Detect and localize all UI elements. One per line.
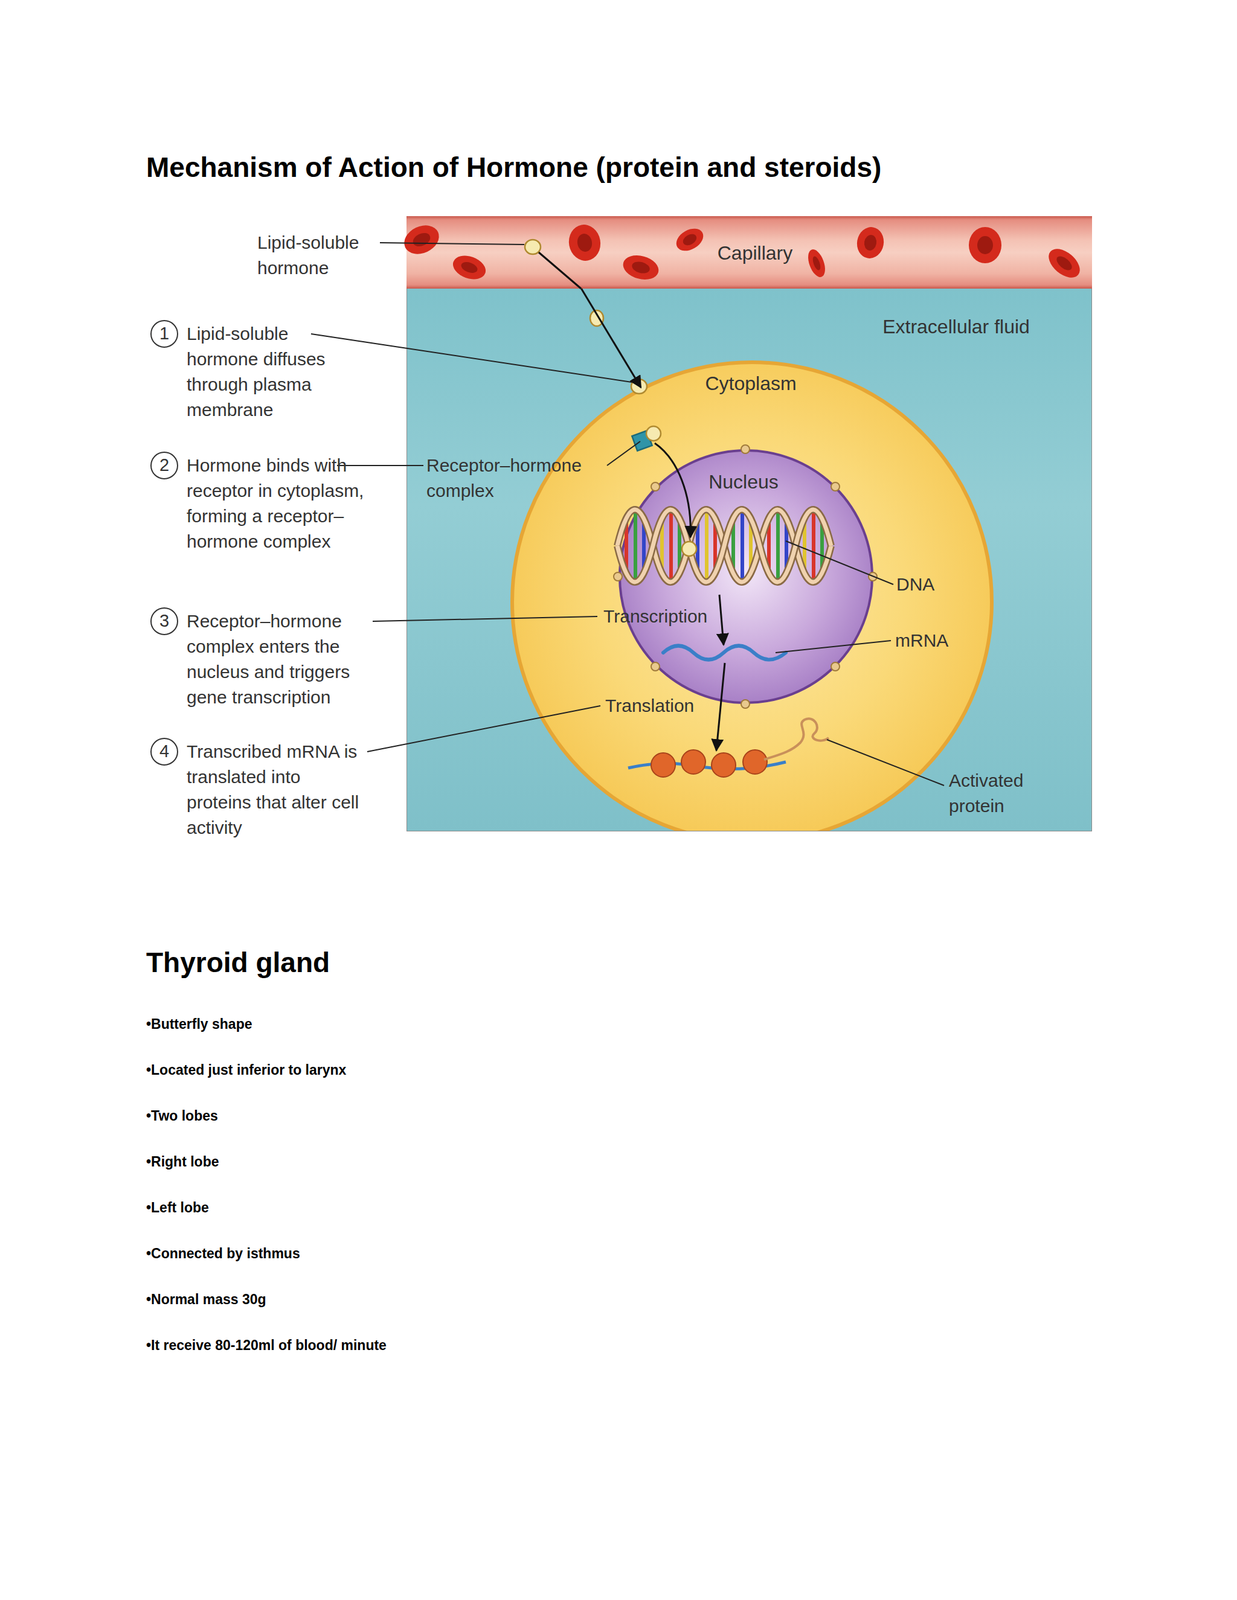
- node-label: Nucleus: [708, 471, 779, 494]
- bullet-item: •Two lobes: [146, 1108, 219, 1125]
- part-label: Receptor–hormone complex: [426, 453, 614, 504]
- bullet-item: •Located just inferior to larynx: [146, 1062, 347, 1079]
- step-text: Receptor–hormone complex enters the nucl…: [186, 608, 380, 711]
- process-label: Translation: [605, 693, 695, 719]
- bullet-item: •It receive 80-120ml of blood/ minute: [146, 1337, 387, 1355]
- step-text: Lipid-soluble hormone diffuses through p…: [186, 321, 359, 423]
- cell: CytoplasmNucleus: [510, 360, 994, 832]
- part-label: Activated protein: [948, 768, 1052, 820]
- part-label: DNA: [896, 571, 935, 598]
- bullet-item: •Connected by isthmus: [146, 1246, 301, 1263]
- capillary-band: Capillary: [406, 216, 1093, 289]
- process-label: Transcription: [603, 604, 708, 630]
- callout-number: 3: [150, 607, 179, 636]
- callout-number: 1: [150, 320, 179, 348]
- page-title: Mechanism of Action of Hormone (protein …: [146, 151, 882, 184]
- bullet-item: •Normal mass 30g: [146, 1291, 267, 1309]
- part-label: mRNA: [895, 628, 949, 654]
- callout-number: 2: [150, 451, 179, 480]
- bullet-item: •Right lobe: [146, 1154, 219, 1171]
- bullet-item: •Butterfly shape: [146, 1016, 252, 1033]
- nucleus: Nucleus: [618, 449, 874, 705]
- step-text: Transcribed mRNA is translated into prot…: [186, 739, 368, 841]
- hormone-label: Lipid-soluble hormone: [257, 230, 391, 281]
- step-text: Hormone binds with receptor in cytoplasm…: [186, 453, 380, 555]
- extracellular-fluid: Extracellular fluidCytoplasmNucleus: [406, 288, 1093, 832]
- node-label: Cytoplasm: [704, 372, 797, 396]
- section-heading: Thyroid gland: [146, 946, 330, 980]
- bullet-item: •Left lobe: [146, 1200, 209, 1217]
- node-label: Extracellular fluid: [882, 315, 1030, 339]
- callout-number: 4: [150, 738, 179, 766]
- node-label: Capillary: [717, 242, 793, 265]
